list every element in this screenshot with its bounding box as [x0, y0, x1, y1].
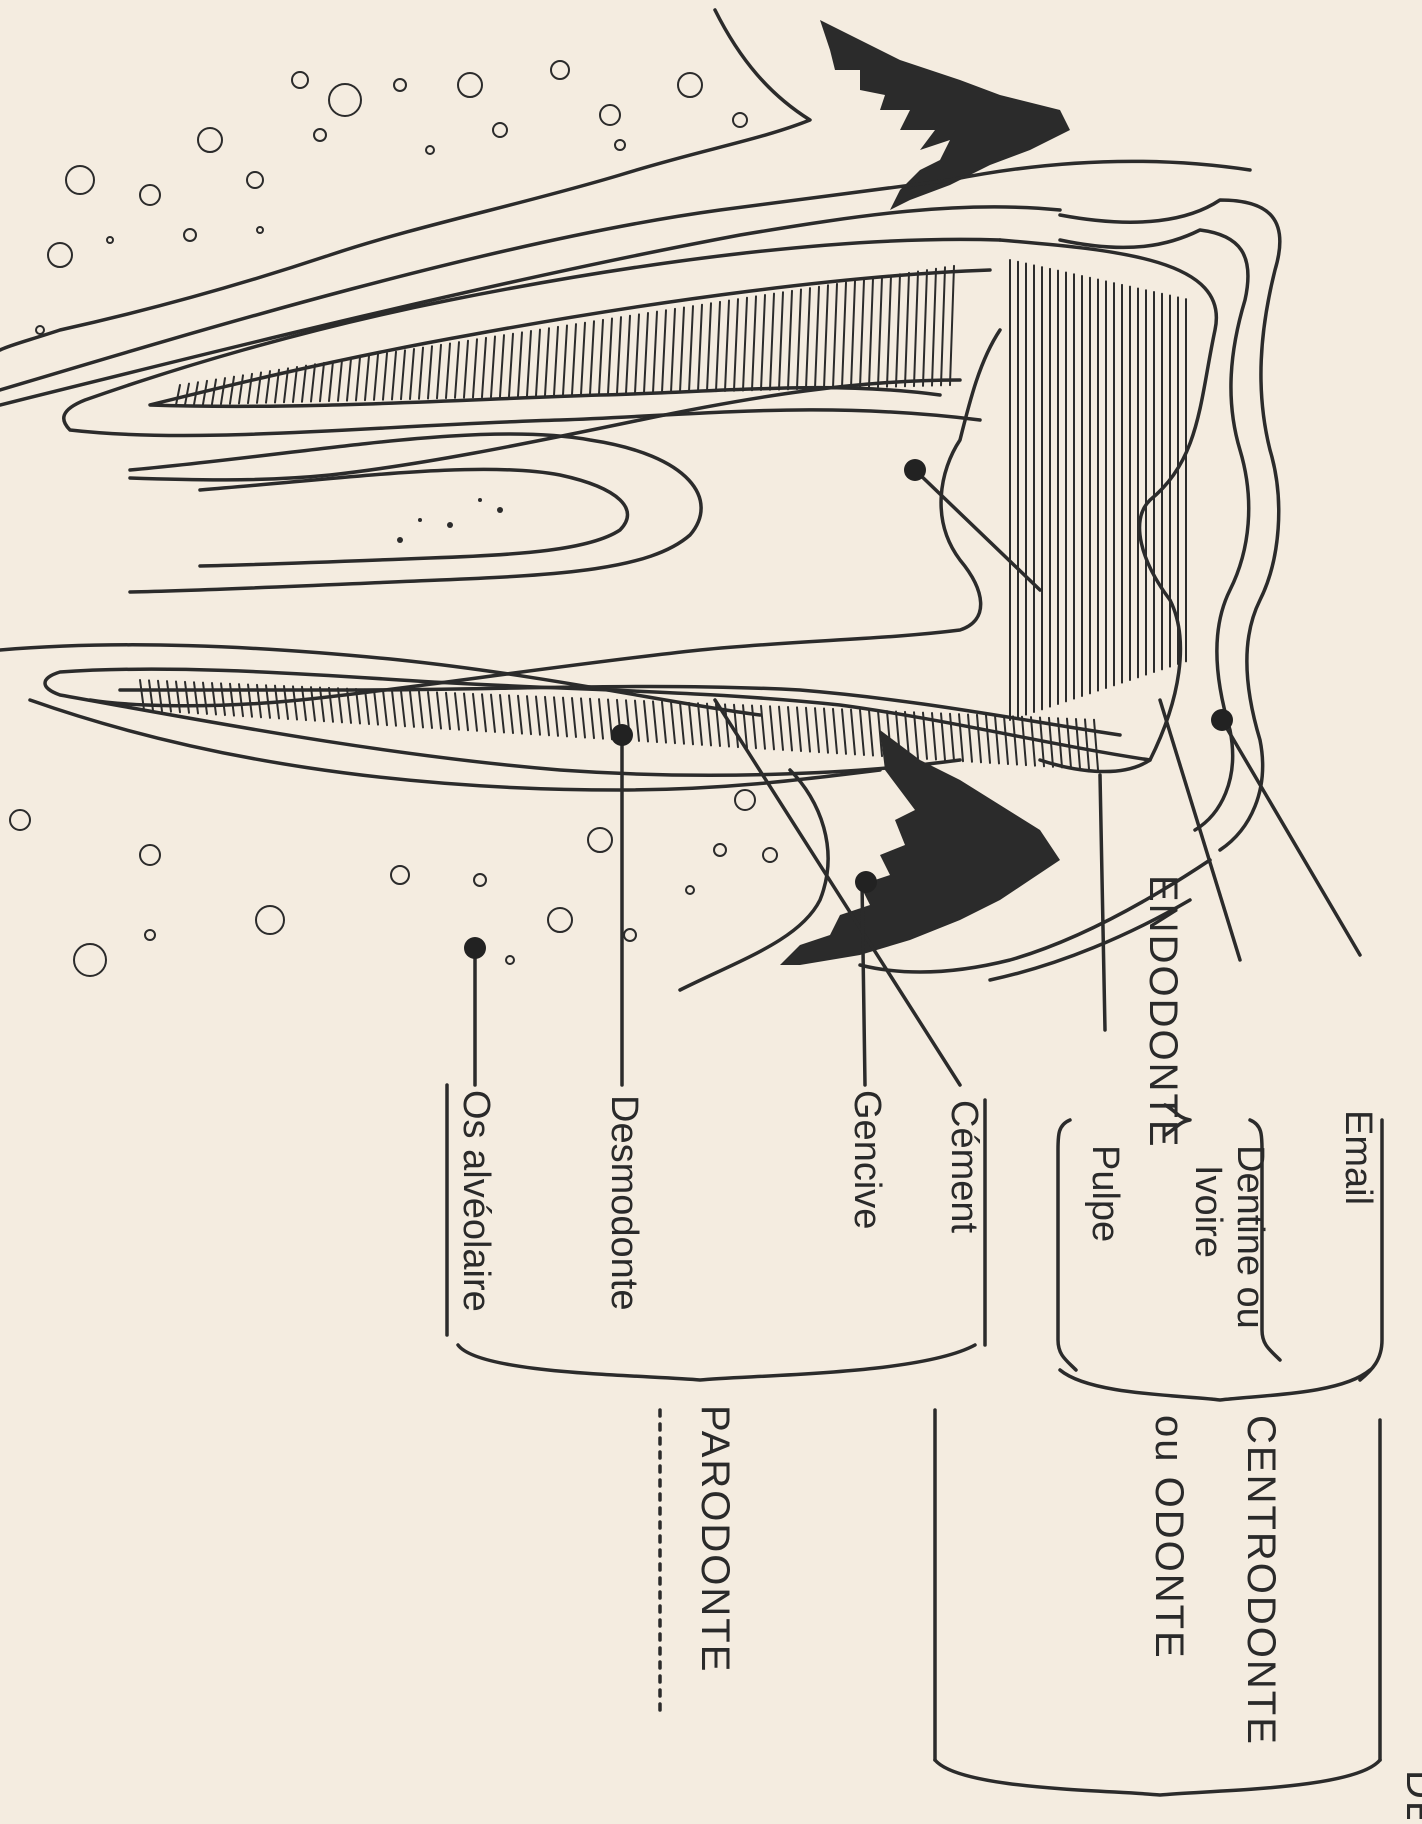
- bracket-pulpe-endo: [1058, 1120, 1076, 1370]
- label-ivoire: Ivoire: [1187, 1165, 1229, 1258]
- gingiva-lower-dark: [780, 730, 1060, 965]
- labels: Email Dentine ou Ivoire Pulpe ENDODONTE …: [455, 875, 1422, 1819]
- label-email: Email: [1337, 1110, 1379, 1205]
- brace-dent: [935, 1760, 1380, 1795]
- bone-speckles-upper: [36, 61, 747, 334]
- label-centrodonte: CENTRODONTE: [1239, 1415, 1283, 1746]
- brace-odonte: [1060, 1370, 1370, 1400]
- bone-speckles-lower: [10, 790, 777, 976]
- label-odonte: ou ODONTE: [1147, 1415, 1191, 1660]
- canal-loop-inner: [200, 469, 628, 566]
- label-os-alveolaire: Os alvéolaire: [455, 1090, 497, 1312]
- label-cement: Cément: [943, 1100, 985, 1233]
- label-gencive: Gencive: [846, 1090, 888, 1229]
- gingiva-upper-line: [0, 161, 1250, 390]
- canal-dots: [397, 498, 503, 543]
- brace-parodonte: [458, 1345, 975, 1380]
- leader-dots: [464, 459, 1233, 959]
- label-dentine: Dentine ou: [1229, 1145, 1271, 1329]
- label-dent-partial: DE: [1398, 1770, 1422, 1819]
- canal-loop: [130, 434, 701, 592]
- label-endodonte: ENDODONTE: [1141, 875, 1185, 1149]
- label-parodonte: PARODONTE: [693, 1405, 737, 1673]
- label-pulpe: Pulpe: [1084, 1145, 1126, 1242]
- label-desmodonte: Desmodonte: [603, 1095, 645, 1310]
- dentine-crown: [1000, 240, 1216, 772]
